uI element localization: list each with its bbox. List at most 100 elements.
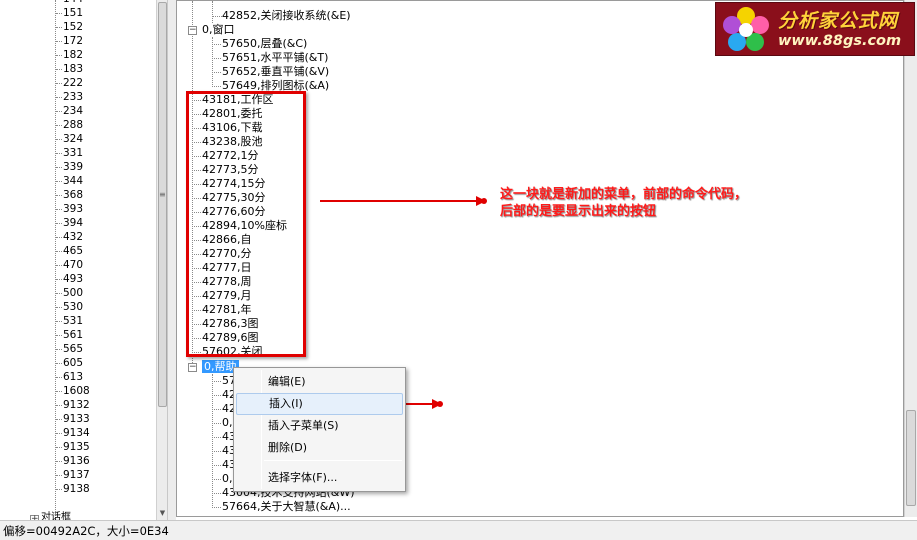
left-tree-item[interactable]: 288: [0, 118, 156, 132]
left-tree-item[interactable]: 613: [0, 370, 156, 384]
menu-tree-item[interactable]: 42894,10%座标: [202, 219, 287, 232]
menu-tree-item[interactable]: 57652,垂直平铺(&V): [222, 65, 330, 78]
left-tree-item[interactable]: 222: [0, 76, 156, 90]
menu-tree-item[interactable]: 42801,委托: [202, 107, 263, 120]
menu-tree-item[interactable]: 42776,60分: [202, 205, 266, 218]
menu-tree-item[interactable]: 43238,股池: [202, 135, 263, 148]
left-tree-item[interactable]: 565: [0, 342, 156, 356]
left-scrollbar-thumb[interactable]: [158, 2, 167, 407]
left-tree-item-dialog[interactable]: +对话框: [30, 508, 71, 520]
menu-tree-item[interactable]: 43: [222, 430, 236, 443]
left-tree-item[interactable]: 393: [0, 202, 156, 216]
menu-tree-item[interactable]: 57651,水平平铺(&T): [222, 51, 329, 64]
left-tree-item[interactable]: 465: [0, 244, 156, 258]
menu-tree-item[interactable]: 42773,5分: [202, 163, 259, 176]
tree-connector-line: [192, 310, 201, 311]
menu-tree-item[interactable]: 42775,30分: [202, 191, 266, 204]
menu-item-delete[interactable]: 删除(D): [268, 441, 308, 454]
left-tree-item[interactable]: 172: [0, 34, 156, 48]
menu-tree-group-window[interactable]: 0,窗口: [202, 23, 235, 36]
scroll-down-arrow-icon[interactable]: ▼: [159, 509, 166, 517]
left-tree-item[interactable]: 324: [0, 132, 156, 146]
menu-tree-item[interactable]: 42770,分: [202, 247, 252, 260]
left-tree-item[interactable]: 605: [0, 356, 156, 370]
logo-title: 分析家公式网: [778, 10, 899, 32]
tree-connector-line: [192, 352, 201, 353]
left-scrollbar[interactable]: ≡ ▼: [156, 0, 167, 520]
menu-tree-item[interactable]: 57: [222, 374, 236, 387]
menu-tree-item[interactable]: 42774,15分: [202, 177, 266, 190]
left-tree-item[interactable]: 234: [0, 104, 156, 118]
selected-tree-label[interactable]: 0,帮助: [202, 360, 239, 373]
menu-tree-group-help[interactable]: 0,帮助: [202, 360, 239, 374]
tree-connector-line: [192, 198, 201, 199]
menu-item-insert[interactable]: 插入(I): [236, 393, 403, 415]
menu-tree-item[interactable]: 42781,年: [202, 303, 252, 316]
menu-tree-item[interactable]: 42: [222, 388, 236, 401]
collapse-icon[interactable]: −: [188, 25, 197, 35]
menu-tree-item[interactable]: 42778,周: [202, 275, 252, 288]
left-tree-item[interactable]: 9137: [0, 468, 156, 482]
tree-connector-line: [212, 58, 221, 59]
left-tree-item[interactable]: 182: [0, 48, 156, 62]
collapse-icon[interactable]: −: [188, 362, 197, 372]
left-tree-item[interactable]: 1608: [0, 384, 156, 398]
menu-tree-item[interactable]: 42789,6图: [202, 331, 259, 344]
left-tree-item[interactable]: 500: [0, 286, 156, 300]
pane-splitter[interactable]: [168, 0, 176, 520]
left-tree-item[interactable]: 233: [0, 90, 156, 104]
menu-tree-item[interactable]: 42866,自: [202, 233, 252, 246]
left-tree-item[interactable]: 151: [0, 6, 156, 20]
menu-tree-item[interactable]: 43: [222, 444, 236, 457]
tree-connector-line: [192, 254, 201, 255]
left-tree-item[interactable]: 9132: [0, 398, 156, 412]
left-tree-item[interactable]: 331: [0, 146, 156, 160]
left-tree-item[interactable]: 344: [0, 174, 156, 188]
tree-connector-line: [212, 395, 221, 396]
left-tree-item[interactable]: 9138: [0, 482, 156, 496]
right-scrollbar[interactable]: [904, 0, 917, 517]
left-tree-item[interactable]: 432: [0, 230, 156, 244]
tree-connector-line: [212, 437, 221, 438]
menu-tree-item[interactable]: 57650,层叠(&C): [222, 37, 308, 50]
left-tree-item[interactable]: 9134: [0, 426, 156, 440]
menu-tree-item[interactable]: 42779,月: [202, 289, 252, 302]
left-tree-item[interactable]: 183: [0, 62, 156, 76]
left-tree-item[interactable]: 493: [0, 272, 156, 286]
left-tree-item[interactable]: 531: [0, 314, 156, 328]
menu-tree-item[interactable]: 43106,下载: [202, 121, 263, 134]
left-tree-item[interactable]: 530: [0, 300, 156, 314]
menu-tree-item[interactable]: 57649,排列图标(&A): [222, 79, 330, 92]
menu-tree-item[interactable]: 42852,关闭接收系统(&E): [222, 9, 351, 22]
menu-tree-item[interactable]: 43181,工作区: [202, 93, 274, 106]
left-tree-list: 1441511521721821832222332342883243313393…: [0, 0, 156, 496]
left-tree-item[interactable]: 339: [0, 160, 156, 174]
menu-tree-item[interactable]: 42777,日: [202, 261, 252, 274]
menu-tree-item[interactable]: 43: [222, 458, 236, 471]
menu-tree-item[interactable]: 0,: [222, 416, 233, 429]
left-tree-item[interactable]: 368: [0, 188, 156, 202]
menu-tree-item[interactable]: 0,: [222, 472, 233, 485]
left-tree-item[interactable]: 561: [0, 328, 156, 342]
left-tree-item[interactable]: 152: [0, 20, 156, 34]
left-tree-item[interactable]: 394: [0, 216, 156, 230]
annotation-text: 这一块就是新加的菜单，前部的命令代码，后部的是要显示出来的按钮: [500, 187, 748, 219]
menu-tree-item[interactable]: 42: [222, 402, 236, 415]
left-tree-item[interactable]: 9133: [0, 412, 156, 426]
left-tree-item[interactable]: 144: [0, 0, 156, 6]
left-tree-item[interactable]: 470: [0, 258, 156, 272]
left-tree-item[interactable]: 9135: [0, 440, 156, 454]
menu-tree-item[interactable]: 42786,3图: [202, 317, 259, 330]
expand-icon[interactable]: +: [30, 515, 39, 520]
status-text: 偏移=00492A2C，大小=0E34: [3, 524, 169, 538]
menu-item-edit[interactable]: 编辑(E): [268, 375, 306, 388]
right-scrollbar-thumb[interactable]: [906, 410, 916, 506]
tree-connector-line: [212, 479, 221, 480]
menu-item-insert-submenu[interactable]: 插入子菜单(S): [268, 419, 339, 432]
left-tree-item[interactable]: 9136: [0, 454, 156, 468]
tree-connector-line: [192, 156, 201, 157]
menu-tree-item[interactable]: 57664,关于大智慧(&A)...: [222, 500, 351, 513]
menu-item-select-font[interactable]: 选择字体(F)...: [268, 471, 338, 484]
menu-tree-item[interactable]: 42772,1分: [202, 149, 259, 162]
tree-connector-line: [212, 1, 213, 23]
